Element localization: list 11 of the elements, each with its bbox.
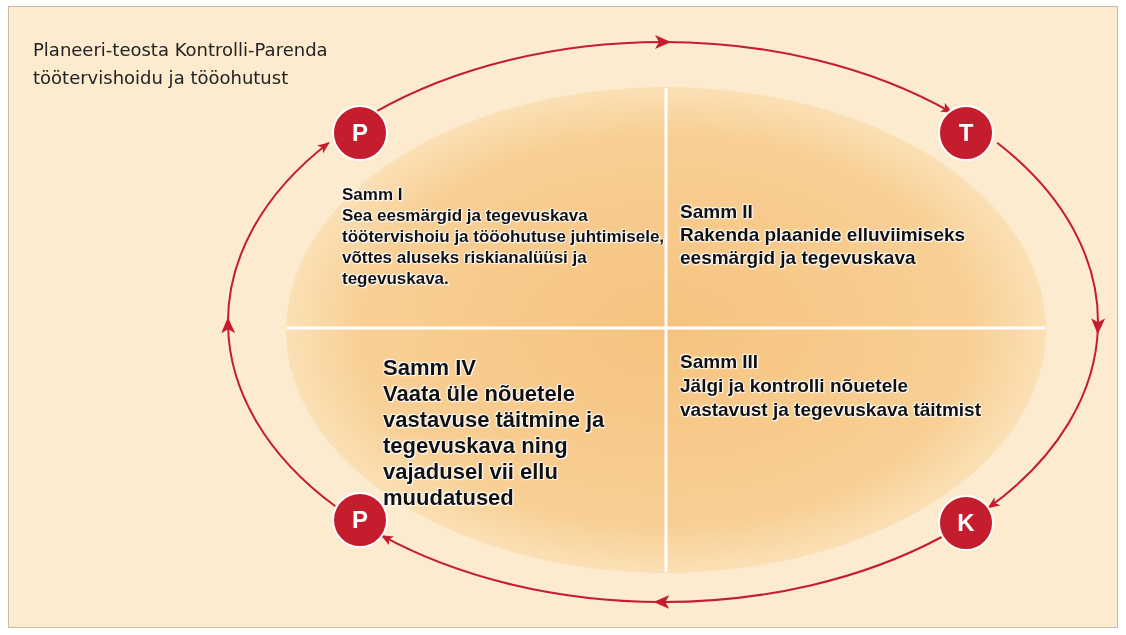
cycle-arrow [987, 141, 1105, 509]
step-heading: Samm IV [383, 355, 477, 381]
step-heading: Samm III [680, 350, 760, 374]
step-description: Rakenda plaanide elluviimiseks eesmärgid ja tegevuskava [680, 223, 967, 269]
step-heading: Samm I [342, 184, 404, 205]
step-description: Sea eesmärgid ja tegevuskava töötervishoiu ja tööohutuse juhtimisele, võttes aluseks riskianalüüsi ja tegevuskava. [342, 205, 666, 289]
cycle-arrow [221, 141, 337, 508]
step-heading: Samm II [680, 200, 754, 223]
diagram-title: Planeeri-teosta Kontrolli-Parenda töötervishoidu ja tööohutust [33, 38, 329, 90]
cycle-arrow [380, 534, 943, 609]
step-description: Jälgi ja kontrolli nõuetele vastavust ja tegevuskava täitmist [680, 374, 982, 422]
